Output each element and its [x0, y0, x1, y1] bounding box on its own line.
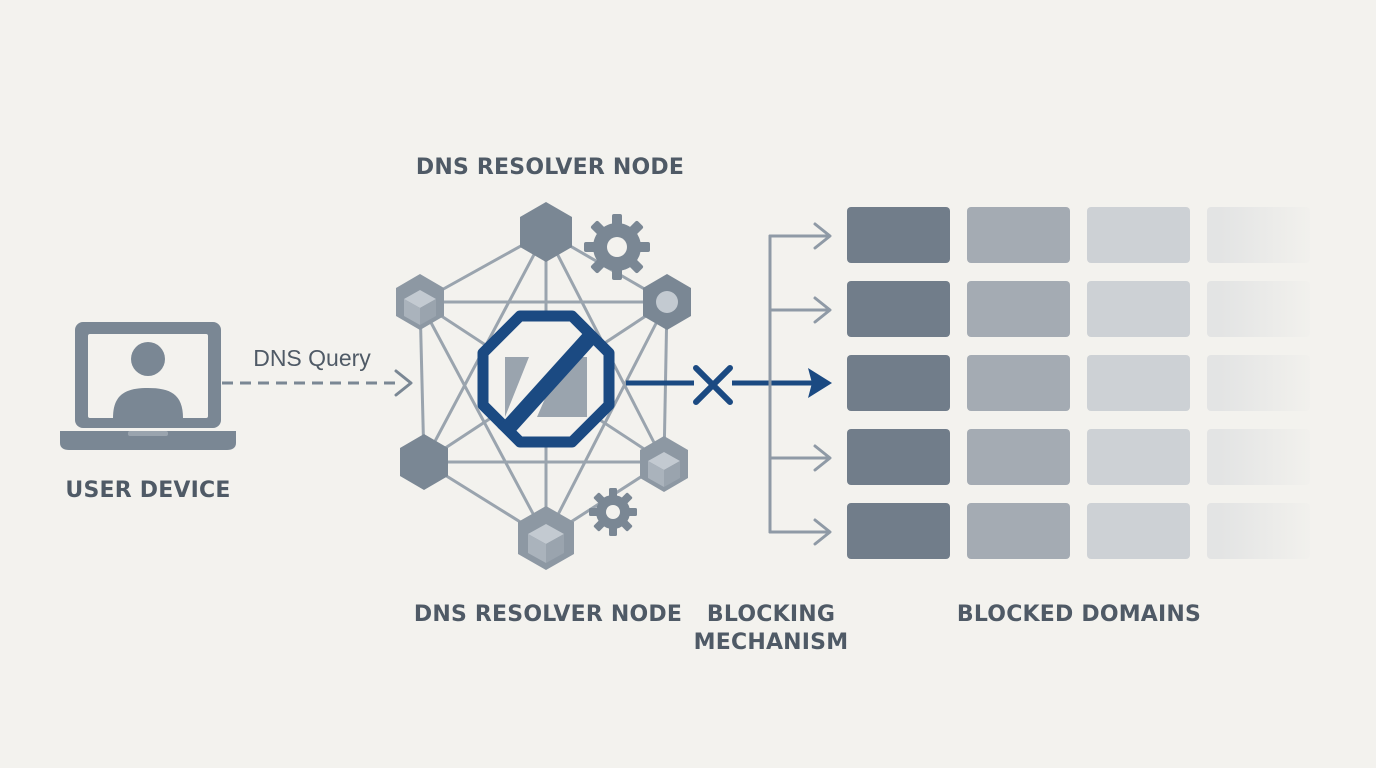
user-device-label: USER DEVICE — [65, 478, 230, 503]
domain-tile — [967, 281, 1070, 337]
resolver-network — [396, 202, 691, 570]
fade-overlay — [1220, 196, 1320, 566]
blocked-arrowhead — [808, 368, 832, 398]
domain-tile — [1087, 355, 1190, 411]
resolver-bottom-label: DNS RESOLVER NODE — [414, 602, 682, 627]
domain-tile — [847, 207, 950, 263]
domain-tile — [847, 429, 950, 485]
dns-query-label: DNS Query — [253, 345, 371, 371]
domain-tile — [967, 503, 1070, 559]
domain-tile — [1087, 429, 1190, 485]
node-hexagon-left — [400, 434, 448, 490]
blocking-label-line1: BLOCKING — [707, 602, 835, 627]
domain-tile — [967, 355, 1070, 411]
gear-icon — [589, 488, 637, 536]
laptop-user-icon — [60, 322, 236, 450]
node-cube-bottom — [518, 506, 574, 570]
resolver-top-label: DNS RESOLVER NODE — [416, 155, 684, 180]
domain-tile — [847, 281, 950, 337]
distribution-bracket — [768, 222, 832, 546]
prohibition-octagon-icon — [477, 310, 615, 448]
blocking-mechanism — [626, 365, 832, 405]
domain-tile — [1087, 207, 1190, 263]
user-device: USER DEVICE — [60, 322, 236, 503]
blocked-domains-label: BLOCKED DOMAINS — [957, 602, 1201, 627]
domain-tile — [847, 355, 950, 411]
blocking-label-line2: MECHANISM — [694, 630, 849, 655]
node-circle-right — [643, 274, 691, 330]
x-mark-icon — [693, 365, 733, 405]
domain-tile — [1087, 503, 1190, 559]
domain-tile — [967, 207, 1070, 263]
node-cube-left — [396, 274, 444, 330]
node-hexagon-top — [520, 202, 572, 262]
dns-query-arrow: DNS Query — [222, 345, 413, 397]
domain-tile — [1087, 281, 1190, 337]
domain-tile — [847, 503, 950, 559]
node-cube-right — [640, 436, 688, 492]
domain-tile — [967, 429, 1070, 485]
gear-icon — [584, 214, 650, 280]
